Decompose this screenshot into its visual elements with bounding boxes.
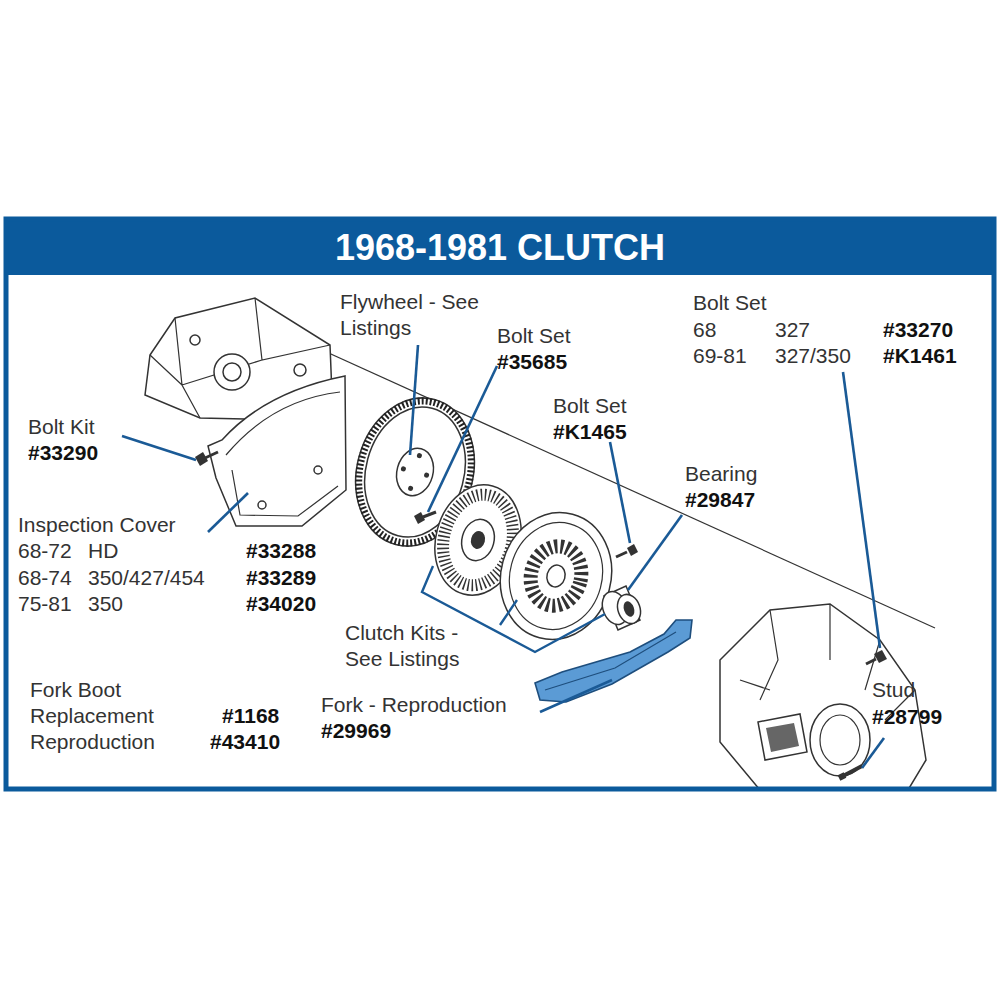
- flywheel-hub: [391, 444, 438, 500]
- disc-damper: [457, 516, 499, 565]
- callout-number: #33290: [28, 440, 98, 466]
- callout-number: #33288: [246, 538, 316, 564]
- pressure-plate-rim: [498, 512, 615, 640]
- part-name: Fork - Reproduction: [321, 692, 507, 718]
- leader-line: [610, 442, 630, 543]
- table-cell: 327: [775, 317, 810, 343]
- callout-number: #33270: [883, 317, 953, 343]
- bellhousing-ribs: [740, 604, 915, 720]
- bellhousing-bore-inner: [820, 715, 860, 765]
- table-cell: Reproduction: [30, 729, 155, 755]
- diagram-title: 1968-1981 CLUTCH: [0, 222, 1000, 274]
- crank-seal: [214, 354, 250, 390]
- leader-line: [208, 493, 248, 532]
- callout-number: #33289: [246, 565, 316, 591]
- engine-boss: [294, 364, 306, 376]
- table-cell: 68-72: [18, 538, 72, 564]
- bellhousing: [720, 604, 926, 790]
- leader-line: [428, 366, 497, 512]
- pressure-plate-center: [544, 563, 567, 589]
- table-cell: HD: [88, 538, 118, 564]
- flywheel-bolt-hole: [408, 485, 414, 491]
- callout-number: #28799: [872, 704, 942, 730]
- center-line: [300, 340, 935, 628]
- part-name: Bearing: [685, 461, 757, 487]
- crank-hub: [223, 363, 241, 381]
- leader-line: [122, 436, 196, 460]
- table-cell: 68-74: [18, 565, 72, 591]
- leader-line: [410, 345, 418, 455]
- callout-number: #29847: [685, 487, 755, 513]
- cover-hole: [258, 501, 266, 509]
- fork-window-opening: [766, 723, 799, 752]
- table-cell: 350: [88, 591, 123, 617]
- part-name: Clutch Kits - See Listings: [345, 620, 480, 672]
- clutch-fork: [535, 620, 692, 702]
- leader-line: [843, 372, 880, 648]
- bolt-shank: [423, 512, 436, 517]
- leader-line: [862, 738, 884, 768]
- bolt-shank: [616, 552, 627, 557]
- part-name: Bolt Set: [693, 290, 767, 316]
- throwout-bearing-collar: [614, 591, 645, 627]
- part-name: Stud: [872, 677, 915, 703]
- table-cell: Replacement: [30, 703, 154, 729]
- stud-end: [839, 775, 845, 778]
- callout-number: #29969: [321, 718, 391, 744]
- panel-background: [6, 219, 994, 789]
- callout-number: #1168: [222, 703, 279, 729]
- part-name: Bolt Kit: [28, 414, 95, 440]
- callout-number: #K1465: [553, 419, 627, 445]
- inspection-cover: [208, 376, 346, 526]
- flywheel-bolt-hole: [424, 472, 430, 478]
- engine-boss: [190, 335, 200, 345]
- bolt-shank: [866, 659, 876, 664]
- cover-hole: [314, 466, 322, 474]
- table-cell: 75-81: [18, 591, 72, 617]
- part-name: Bolt Set: [553, 393, 627, 419]
- callout-number: #K1461: [883, 343, 957, 369]
- bellhousing-bore: [810, 704, 870, 776]
- leader-line: [540, 680, 612, 712]
- fork-window: [758, 714, 807, 760]
- diaphragm-fingers: [524, 541, 588, 612]
- panel-border: [6, 219, 994, 789]
- leader-line: [628, 515, 682, 590]
- stud: [843, 766, 862, 776]
- bolt-shank: [205, 452, 218, 458]
- disc-hub: [469, 529, 487, 550]
- part-name: Bolt Set: [497, 323, 571, 349]
- throwout-bearing-bore: [622, 600, 637, 618]
- part-name: Flywheel - See Listings: [340, 289, 510, 341]
- callout-number: #43410: [210, 729, 280, 755]
- flywheel-bolt-hole: [400, 466, 406, 472]
- table-cell: 327/350: [775, 343, 851, 369]
- bolt-head: [414, 512, 425, 524]
- part-name: Fork Boot: [30, 677, 121, 703]
- table-cell: 69-81: [693, 343, 747, 369]
- table-cell: 350/427/454: [88, 565, 205, 591]
- callout-number: #34020: [246, 591, 316, 617]
- table-cell: 68: [693, 317, 716, 343]
- bolt-head: [874, 650, 887, 663]
- flywheel-bolt-hole: [416, 453, 422, 459]
- callout-number: #35685: [497, 349, 567, 375]
- bolt-head: [627, 544, 638, 556]
- pressure-plate: [486, 500, 625, 652]
- part-name: Inspection Cover: [18, 512, 176, 538]
